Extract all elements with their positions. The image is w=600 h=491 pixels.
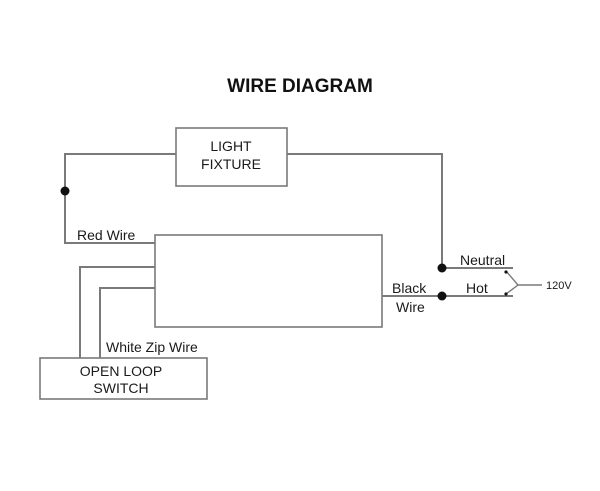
black-wire-label-line1: Black — [392, 280, 427, 296]
white-zip-wire-label: White Zip Wire — [106, 339, 198, 355]
switch-wire-outer — [79, 266, 155, 358]
voltage-label: 120V — [546, 280, 572, 292]
light-fixture-label-line2: FIXTURE — [201, 156, 261, 172]
main-unit-box — [154, 234, 383, 328]
light-fixture-label-line1: LIGHT — [210, 138, 252, 154]
neutral-wire-line — [287, 153, 513, 269]
red-wire-label: Red Wire — [77, 227, 136, 243]
junction-dot-neutral — [437, 263, 447, 273]
switch-label-line2: SWITCH — [93, 380, 148, 396]
switch-wire-inner — [99, 287, 155, 358]
open-loop-switch-box — [39, 357, 208, 400]
arrow-tip-neutral — [504, 270, 508, 274]
diagram-title: WIRE DIAGRAM — [227, 76, 373, 97]
hot-label: Hot — [466, 280, 488, 296]
junction-dot-left — [60, 186, 70, 196]
red-wire-line — [64, 153, 176, 244]
junction-dot-hot — [437, 291, 447, 301]
light-fixture-box — [175, 127, 288, 187]
neutral-label: Neutral — [460, 252, 505, 268]
arrow-tip-hot — [504, 292, 508, 296]
switch-label-line1: OPEN LOOP — [80, 363, 162, 379]
black-wire-label-line2: Wire — [396, 299, 425, 315]
supply-bracket — [505, 270, 520, 295]
